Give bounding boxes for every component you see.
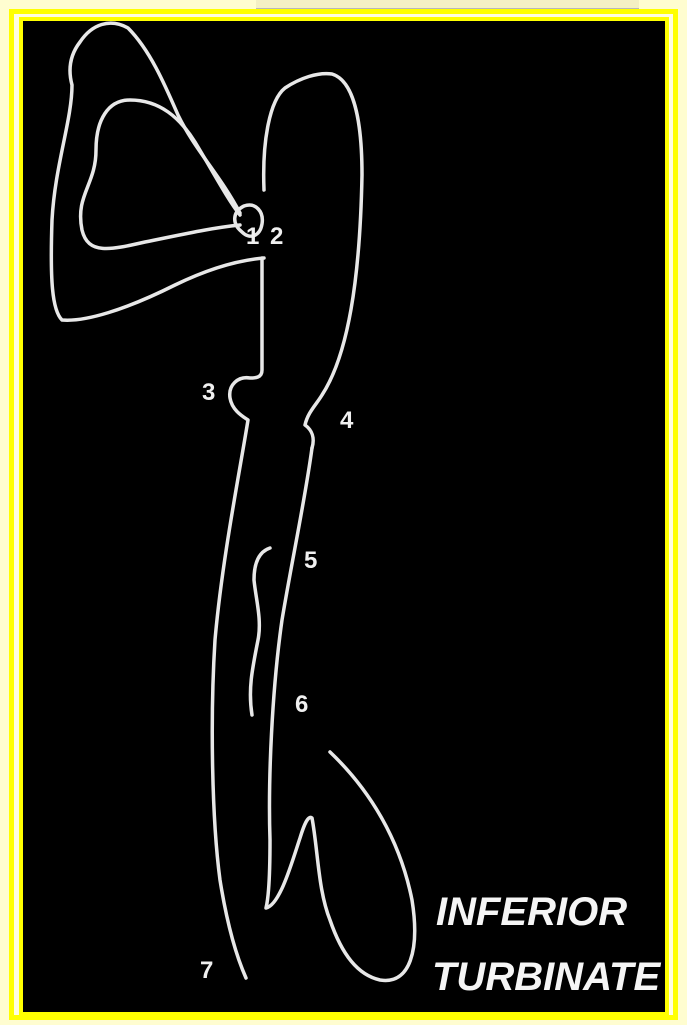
caption-line-2: TURBINATE	[432, 955, 661, 999]
duct-dome-outline	[264, 74, 362, 448]
label-4: 4	[340, 407, 354, 434]
duct-right-wall	[266, 448, 415, 980]
frontal-sinus-outer-outline	[51, 23, 264, 320]
label-1: 1	[246, 223, 259, 250]
label-3: 3	[202, 379, 215, 406]
duct-inner-fold	[250, 548, 270, 715]
label-5: 5	[304, 547, 317, 574]
label-7: 7	[200, 957, 213, 984]
label-2: 2	[270, 223, 283, 250]
label-6: 6	[295, 691, 308, 718]
duct-left-wall	[212, 258, 262, 978]
caption-line-1: INFERIOR	[436, 890, 627, 934]
